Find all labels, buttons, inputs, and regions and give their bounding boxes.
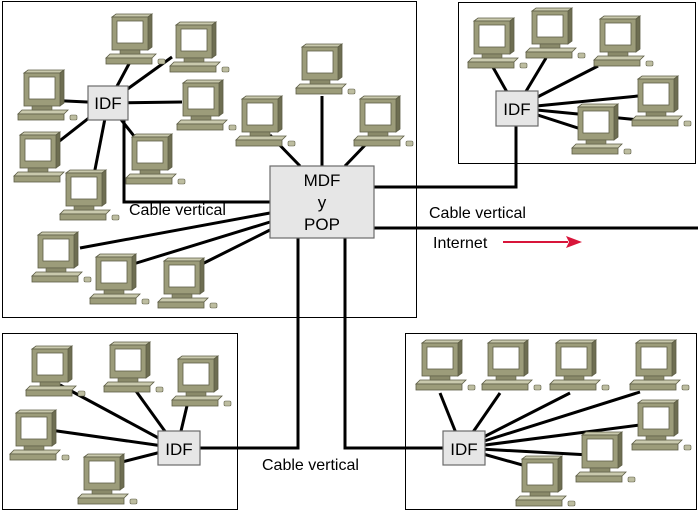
internet-arrow-icon: [503, 236, 582, 248]
workstation-icon: [467, 17, 528, 69]
internet-label: Internet: [433, 235, 488, 252]
workstation-icon: [176, 79, 237, 131]
workstation-icon: [525, 7, 586, 59]
workstation-icon: [575, 431, 636, 483]
idf-label: IDF: [165, 440, 192, 459]
idf-label: IDF: [94, 94, 121, 113]
core-line-2: y: [318, 193, 327, 212]
zone-frame-bottom-right: [405, 333, 697, 510]
workstation-icon: [515, 455, 576, 507]
workstation-icon: [103, 341, 164, 393]
workstation-icon: [157, 257, 218, 309]
zone-frame-main: [2, 1, 417, 318]
workstation-icon: [481, 339, 542, 391]
workstation-icon: [105, 13, 166, 65]
workstation-icon: [415, 339, 476, 391]
workstations-main: [13, 13, 414, 309]
core-line-3: POP: [304, 215, 340, 234]
workstation-icon: [571, 103, 632, 155]
idf-label: IDF: [450, 440, 477, 459]
idf-bottom-left: IDF: [157, 430, 201, 466]
zone-frame-bottom-left: [2, 333, 238, 510]
idf-top-right: IDF: [495, 90, 539, 127]
workstation-icon: [631, 399, 692, 451]
workstation-icon: [593, 15, 654, 67]
workstation-icon: [549, 339, 610, 391]
workstation-icon: [629, 339, 690, 391]
cable-vertical-label-bottom: Cable vertical: [262, 457, 359, 474]
cable-vertical-label-left: Cable vertical: [129, 202, 226, 219]
workstation-icon: [25, 345, 86, 397]
workstation-icon: [169, 21, 230, 73]
workstation-icon: [295, 43, 356, 95]
workstation-icon: [125, 133, 186, 185]
workstation-icon: [59, 169, 120, 221]
workstation-icon: [353, 95, 414, 147]
workstations-bottom-right: [415, 339, 692, 507]
workstation-icon: [631, 75, 692, 127]
cable-vertical-label-right: Cable vertical: [429, 205, 526, 222]
workstation-icon: [235, 95, 296, 147]
workstation-icon: [171, 355, 232, 407]
idf-main: IDF: [87, 85, 129, 121]
idf-label: IDF: [503, 100, 530, 119]
workstation-icon: [13, 131, 74, 183]
workstation-icon: [17, 69, 78, 121]
workstation-icon: [9, 409, 70, 461]
workstation-icon: [31, 231, 92, 283]
idf-bottom-right: IDF: [442, 430, 486, 466]
workstations-bottom-left: [9, 341, 232, 505]
core-line-1: MDF: [304, 171, 341, 190]
mdf-pop-box: MDF y POP: [269, 165, 375, 239]
zone-frame-top-right: [458, 2, 696, 164]
